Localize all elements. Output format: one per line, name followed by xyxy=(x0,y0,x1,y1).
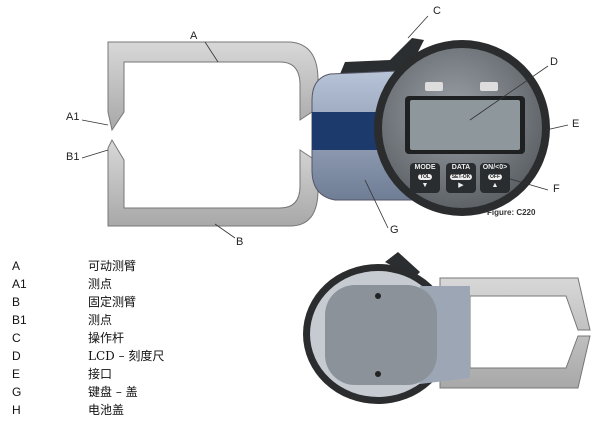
callout-c: C xyxy=(433,5,441,17)
callout-e: E xyxy=(572,118,580,130)
on-off-button[interactable]: ON/<0> OFF ▲ xyxy=(480,163,510,193)
legend-row: H 电池盖 xyxy=(12,401,164,419)
callout-a1: A1 xyxy=(66,111,80,123)
lcd-display-d xyxy=(410,100,520,150)
figure-caption: Figure: C220 xyxy=(487,208,536,217)
right-arrow-icon: ▶ xyxy=(458,182,464,189)
legend-row: E 接口 xyxy=(12,365,164,383)
legend-key: B xyxy=(12,295,21,309)
legend-desc: 固定测臂 xyxy=(88,295,137,309)
legend-row: B 固定测臂 xyxy=(12,293,164,311)
legend-row: G 键盘 – 盖 xyxy=(12,383,164,401)
back-view-caliper xyxy=(303,252,591,404)
legend-desc: 测点 xyxy=(88,313,113,327)
mode-label: MODE xyxy=(414,164,436,171)
legend-key: G xyxy=(12,385,22,399)
parts-legend: A 可动测臂 A1 测点 B 固定测臂 B1 测点 C 操作杆 D LCD – 刻度尺 E 接… xyxy=(12,257,164,419)
legend-desc: LCD – 刻度尺 xyxy=(88,349,165,363)
down-arrow-icon: ▼ xyxy=(421,182,429,189)
callout-d: D xyxy=(550,56,558,68)
fixed-arm-b xyxy=(107,138,319,227)
legend-desc: 测点 xyxy=(88,277,113,291)
tol-label: TOL xyxy=(418,174,432,180)
legend-key: B1 xyxy=(12,313,27,327)
body-window xyxy=(312,112,382,150)
mode-button[interactable]: MODE TOL ▼ xyxy=(410,163,440,193)
movable-arm-a xyxy=(107,41,319,132)
off-label: OFF xyxy=(488,174,502,180)
data-label: DATA xyxy=(451,164,471,171)
callout-a: A xyxy=(190,30,198,42)
callout-lines xyxy=(81,15,569,239)
data-button[interactable]: DATA SET-OK ▶ xyxy=(446,163,476,193)
legend-desc: 操作杆 xyxy=(88,331,125,345)
callout-b1: B1 xyxy=(66,151,80,163)
battery-cover-h xyxy=(325,285,437,385)
legend-key: H xyxy=(12,403,21,417)
legend-desc: 键盘 – 盖 xyxy=(88,385,138,399)
on-zero-label: ON/<0> xyxy=(482,164,508,171)
legend-row: A1 测点 xyxy=(12,275,164,293)
legend-row: C 操作杆 xyxy=(12,329,164,347)
legend-key: E xyxy=(12,367,21,381)
legend-key: A1 xyxy=(12,277,27,291)
legend-desc: 电池盖 xyxy=(88,403,125,417)
legend-key: C xyxy=(12,331,21,345)
legend-row: A 可动测臂 xyxy=(12,257,164,275)
callout-f: F xyxy=(553,183,560,195)
legend-key: A xyxy=(12,259,21,273)
legend-row: B1 测点 xyxy=(12,311,164,329)
callout-g: G xyxy=(390,224,399,236)
up-arrow-icon: ▲ xyxy=(491,182,499,189)
legend-key: D xyxy=(12,349,21,363)
legend-row: D LCD – 刻度尺 xyxy=(12,347,164,365)
legend-desc: 接口 xyxy=(88,367,113,381)
set-ok-label: SET-OK xyxy=(449,174,473,180)
legend-desc: 可动测臂 xyxy=(88,259,137,273)
callout-b: B xyxy=(236,236,244,248)
